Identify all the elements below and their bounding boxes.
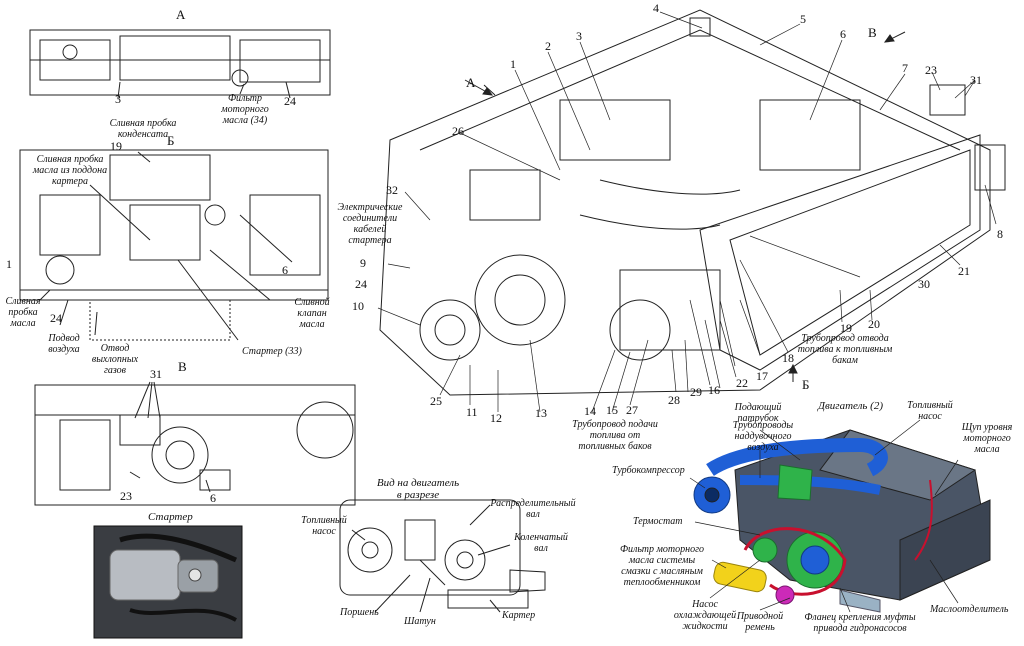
callout-m-7: 7 xyxy=(902,61,908,75)
callout-m-20: 20 xyxy=(868,317,880,331)
callout-m-2: 2 xyxy=(545,39,551,53)
callout-m-25: 25 xyxy=(430,394,442,408)
label-crankcase: Картер xyxy=(502,610,536,621)
label-separator: Маслоотделитель xyxy=(930,604,1009,615)
callout-a-3: 3 xyxy=(115,92,121,106)
callout-m-16: 16 xyxy=(708,383,720,397)
view-b-drawing xyxy=(19,149,329,341)
callout-m-12: 12 xyxy=(490,411,502,425)
color-engine-render xyxy=(693,429,991,613)
label-section-fuel-pump: Топливный насос xyxy=(301,515,347,537)
label-oil-plug: Сливная пробка масла xyxy=(5,296,41,329)
callout-m-1: 1 xyxy=(510,57,516,71)
label-starter-33: Стартер (33) xyxy=(242,346,302,357)
callout-m-32: 32 xyxy=(386,183,398,197)
callout-m-29: 29 xyxy=(690,385,702,399)
callout-m-17: 17 xyxy=(756,369,768,383)
label-starter-cables: Электрические соединители кабелей старте… xyxy=(337,202,403,246)
callout-m-13: 13 xyxy=(535,406,547,420)
view-v-drawing xyxy=(34,381,356,506)
section-drawing xyxy=(339,499,546,613)
callout-m-19: 19 xyxy=(840,321,852,335)
callout-m-10: 10 xyxy=(352,299,364,313)
callout-m-4: 4 xyxy=(653,1,659,15)
callout-m-31: 31 xyxy=(970,73,982,87)
main-isometric-drawing xyxy=(379,9,1006,396)
view-arrows xyxy=(464,31,906,382)
label-belt: Приводной ремень xyxy=(736,611,784,633)
callout-m-6: 6 xyxy=(840,27,846,41)
callout-v-23: 23 xyxy=(120,489,132,503)
engine-title: Двигатель (2) xyxy=(818,400,883,412)
callout-b-6: 6 xyxy=(282,263,288,277)
callout-m-27: 27 xyxy=(626,403,638,417)
label-camshaft: Распределительный вал xyxy=(490,498,576,520)
callout-b-1: 1 xyxy=(6,257,12,271)
label-thermostat: Термостат xyxy=(633,516,683,527)
callout-m-9: 9 xyxy=(360,256,366,270)
callout-m-28: 28 xyxy=(668,393,680,407)
arrow-a-letter: А xyxy=(466,75,476,90)
label-inlet-pipe: Подающий патрубок xyxy=(734,402,782,424)
label-flange: Фланец крепления муфты привода гидронасо… xyxy=(804,612,916,634)
callout-m-18: 18 xyxy=(782,351,794,365)
label-oil-filter: Фильтр моторного масла (34) xyxy=(221,93,269,126)
callout-b-19: 19 xyxy=(110,139,122,153)
callout-m-11: 11 xyxy=(466,405,478,419)
callout-m-21: 21 xyxy=(958,264,970,278)
callout-m-26: 26 xyxy=(452,124,464,138)
label-dipstick: Щуп уровня моторного масла xyxy=(961,422,1013,455)
callout-v-31: 31 xyxy=(150,367,162,381)
label-boost-pipes: Трубопроводы наддувочного воздуха xyxy=(732,420,794,453)
label-coolant-pump: Насос охлаждающей жидкости xyxy=(673,599,737,632)
starter-title: Стартер xyxy=(148,511,193,523)
label-fuel-supply: Трубопровод подачи топлива от топливных … xyxy=(572,419,658,452)
callout-b-24: 24 xyxy=(50,311,62,325)
callout-m-8: 8 xyxy=(997,227,1003,241)
color-leader-lines xyxy=(689,419,959,613)
label-exhaust: Отвод выхлопных газов xyxy=(91,343,139,376)
callout-m-30: 30 xyxy=(918,277,930,291)
starter-photo xyxy=(93,525,243,639)
section-title: Вид на двигатель в разрезе xyxy=(376,477,460,501)
callout-a-24: 24 xyxy=(284,94,296,108)
view-b-letter: Б xyxy=(167,133,175,148)
callout-m-14: 14 xyxy=(584,404,596,418)
label-drain-valve: Сливной клапан масла xyxy=(294,297,330,330)
callout-m-22: 22 xyxy=(736,376,748,390)
view-v-letter: В xyxy=(178,359,187,374)
label-engine-fuel-pump: Топливный насос xyxy=(907,400,953,422)
view-a-drawing xyxy=(29,29,331,99)
callout-m-24: 24 xyxy=(355,277,367,291)
callout-v-6: 6 xyxy=(210,491,216,505)
callout-m-15: 15 xyxy=(606,403,618,417)
label-conrod: Шатун xyxy=(404,616,436,627)
label-sump-plug: Сливная пробка масла из поддона картера xyxy=(32,154,108,187)
view-a-letter: А xyxy=(176,7,186,22)
label-air-intake: Подвод воздуха xyxy=(48,333,80,355)
callout-m-3: 3 xyxy=(576,29,582,43)
label-crankshaft: Коленчатый вал xyxy=(514,532,568,554)
label-condensate-plug: Сливная пробка конденсата xyxy=(109,118,177,140)
callout-m-23: 23 xyxy=(925,63,937,77)
arrow-v-letter: В xyxy=(868,25,877,40)
callout-m-5: 5 xyxy=(800,12,806,26)
label-piston: Поршень xyxy=(340,607,379,618)
label-oil-filter-hx: Фильтр моторного масла системы смазки с … xyxy=(619,544,704,588)
label-turbo: Турбокомпрессор xyxy=(612,465,685,476)
label-fuel-return: Трубопровод отвода топлива к топливным б… xyxy=(797,333,893,366)
main-leader-lines xyxy=(377,11,997,413)
arrow-b-letter: Б xyxy=(802,377,810,392)
